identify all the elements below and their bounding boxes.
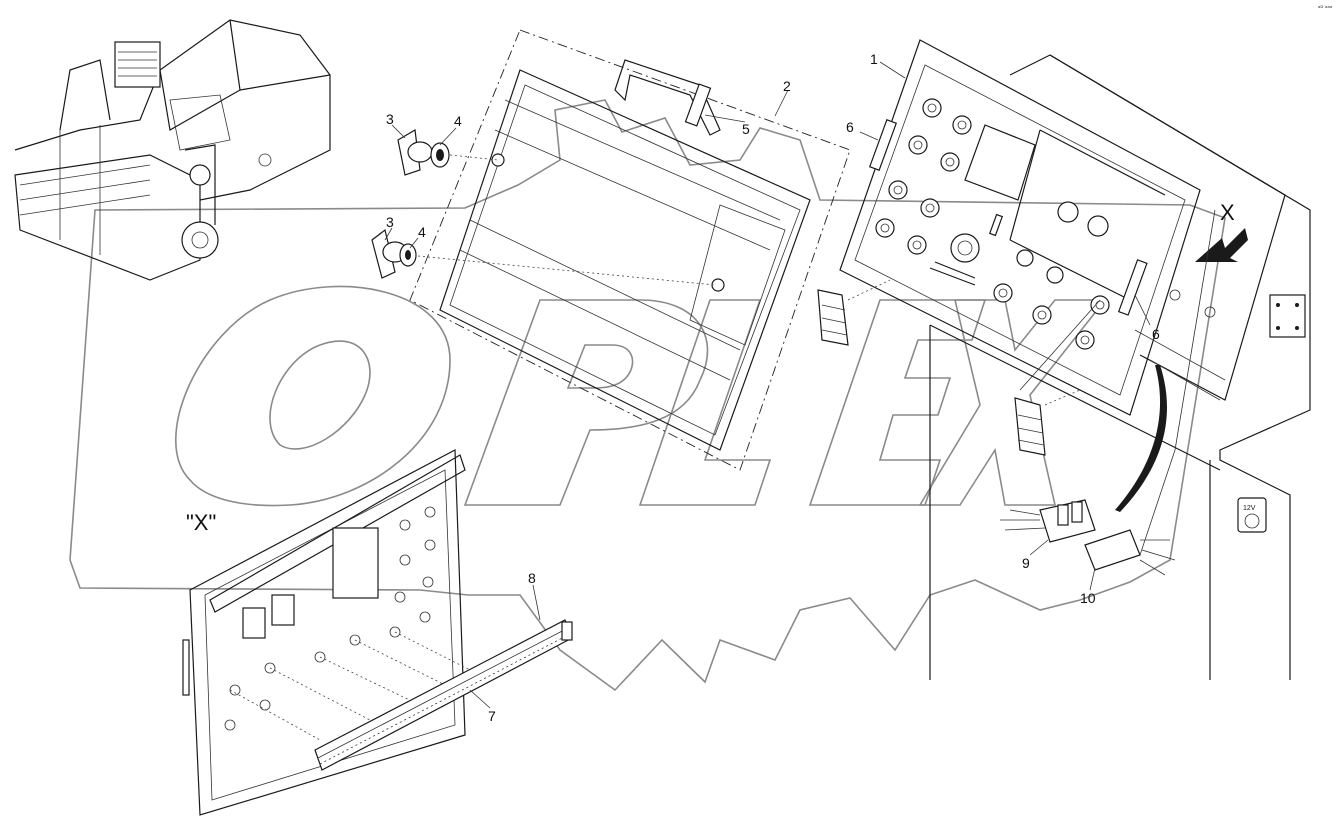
rear-panel-window <box>332 527 379 599</box>
control-panel-assembly <box>839 39 1201 416</box>
dashboard-housing: 12V X <box>929 54 1311 680</box>
view-direction-arrow <box>1195 228 1248 262</box>
voltage-socket <box>1237 497 1267 533</box>
callout-6-lower: 6 <box>1152 326 1160 342</box>
wiring-harness <box>1115 365 1167 512</box>
thumbnail-wheel <box>181 221 219 259</box>
panel-handle-right <box>1117 259 1148 316</box>
lock-assembly-upper <box>397 129 499 176</box>
side-bracket-plate <box>1269 294 1306 338</box>
view-x-label: "X" <box>186 510 216 535</box>
rear-panel-view <box>182 449 491 816</box>
callout-3-lower: 3 <box>386 214 394 230</box>
panel-handle-left <box>868 119 898 171</box>
corner-code: ᵃᴰ ᵃᵃᵃ <box>1318 5 1332 12</box>
watermark-gear-outline <box>69 99 1226 692</box>
panel-knobs <box>875 98 1110 350</box>
callout-7: 7 <box>488 708 496 724</box>
callout-8: 8 <box>528 570 536 586</box>
lock-assembly-lower <box>371 228 716 286</box>
rear-panel-holes <box>224 506 436 731</box>
machine-overview-thumbnail <box>14 19 331 281</box>
engine-grille <box>114 41 161 88</box>
callout-6-upper: 6 <box>846 119 854 135</box>
callout-4-lower: 4 <box>418 224 426 240</box>
watermark-logo <box>69 99 1226 692</box>
callout-5: 5 <box>742 121 750 137</box>
mounting-bracket-upper <box>817 279 891 346</box>
callout-10: 10 <box>1080 590 1096 606</box>
terminal-rail <box>314 619 573 771</box>
connector-block-10 <box>1084 529 1176 576</box>
watermark-letter-o-inner <box>269 340 371 450</box>
view-marker: X <box>1220 200 1235 225</box>
watermark-letter-p <box>463 299 709 506</box>
callout-2: 2 <box>783 78 791 94</box>
callout-4-upper: 4 <box>454 113 462 129</box>
cover-handle <box>614 59 721 136</box>
front-cover-panel <box>409 29 851 471</box>
mounting-bracket-lower <box>1014 389 1081 456</box>
callout-9: 9 <box>1022 555 1030 571</box>
voltage-label: 12V <box>1243 505 1256 512</box>
watermark-letter-o <box>174 285 451 507</box>
watermark-letter-x <box>918 299 1107 506</box>
panel-display <box>964 124 1036 201</box>
callout-1: 1 <box>870 51 878 67</box>
leader-lines <box>384 61 1151 709</box>
connector-block-9 <box>1000 499 1096 543</box>
watermark-letter-p-inner <box>566 344 634 389</box>
callout-3-upper: 3 <box>386 111 394 127</box>
watermark-letter-l <box>638 299 772 506</box>
